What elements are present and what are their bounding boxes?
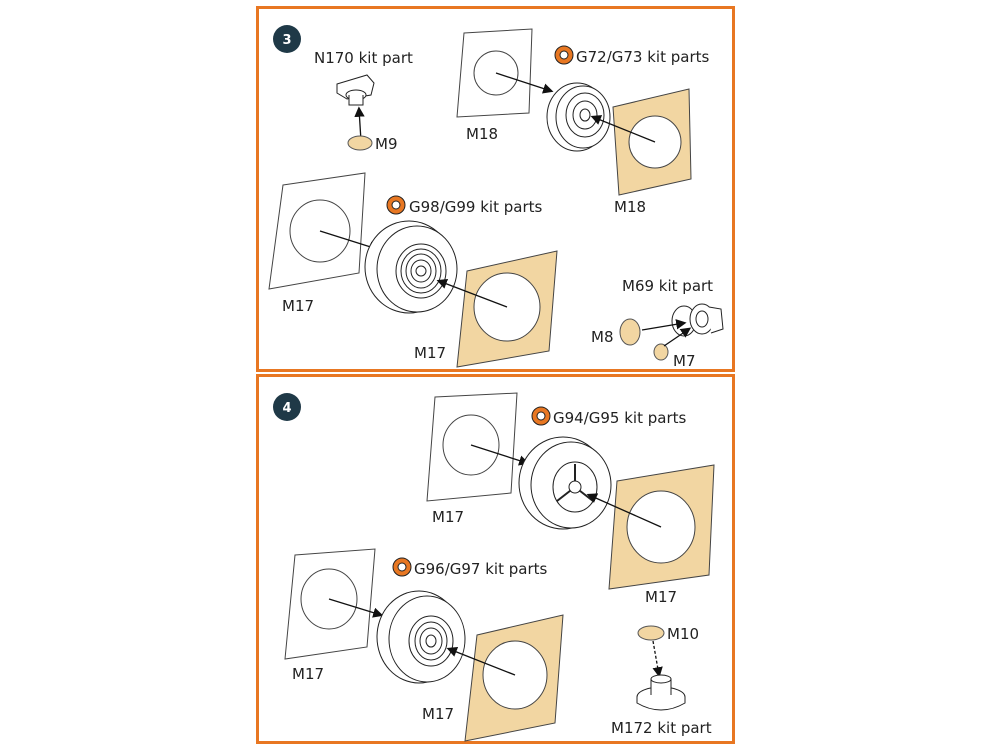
label-m17-d: M17	[422, 705, 454, 723]
step-number-badge: 3	[273, 25, 301, 53]
mask-sheet-m17-right	[456, 250, 558, 368]
kit-part-icon	[554, 45, 574, 65]
label-m18-left: M18	[466, 125, 498, 143]
kit-part-icon	[386, 195, 406, 215]
wheel-g94	[518, 436, 612, 530]
step-number-badge: 4	[273, 393, 301, 421]
wheel-g96	[376, 590, 466, 684]
wheel-g98	[364, 220, 458, 314]
label-m18-right: M18	[614, 198, 646, 216]
label-m17-c: M17	[292, 665, 324, 683]
wheel-g72	[546, 82, 611, 152]
m69-part-drawing	[671, 303, 724, 337]
step-4-diagram: 4 M17 G94/G95 kit parts M17 M17	[273, 392, 715, 742]
label-m17-a: M17	[432, 508, 464, 526]
mask-m7	[653, 343, 669, 361]
label-g98: G98/G99 kit parts	[409, 198, 543, 216]
label-m17-left: M17	[282, 297, 314, 315]
label-m9: M9	[375, 135, 398, 153]
step-3-panel: 3 N170 kit part M9 M18 G72/G73 kit parts…	[256, 6, 735, 372]
step-4-panel: 4 M17 G94/G95 kit parts M17 M17	[256, 374, 735, 744]
label-m17-right: M17	[414, 344, 446, 362]
label-m7: M7	[673, 352, 696, 370]
step-number: 4	[282, 401, 291, 416]
mask-m8	[619, 318, 641, 346]
label-m17-b: M17	[645, 588, 677, 606]
mask-sheet-m18-right	[612, 88, 692, 196]
kit-part-icon	[392, 557, 412, 577]
mask-sheet-m17-c	[284, 548, 376, 660]
m172-part-drawing	[636, 674, 686, 711]
mask-sheet-m18-left	[456, 28, 533, 118]
label-m8: M8	[591, 328, 614, 346]
step-3-diagram: 3 N170 kit part M9 M18 G72/G73 kit parts…	[268, 25, 724, 370]
mask-sheet-m17-b	[608, 464, 715, 590]
label-g94: G94/G95 kit parts	[553, 409, 687, 427]
mask-sheet-m17-a	[426, 392, 518, 502]
label-g72: G72/G73 kit parts	[576, 48, 710, 66]
label-g96: G96/G97 kit parts	[414, 560, 548, 578]
n170-part-drawing	[336, 74, 375, 106]
step-number: 3	[282, 33, 291, 48]
mask-m10	[637, 625, 665, 641]
mask-sheet-m17-d	[464, 614, 564, 742]
label-m10: M10	[667, 625, 699, 643]
label-m172: M172 kit part	[611, 719, 712, 737]
kit-part-icon	[531, 406, 551, 426]
label-m69: M69 kit part	[622, 277, 713, 295]
mask-m9	[347, 135, 373, 151]
label-n170: N170 kit part	[314, 49, 413, 67]
mask-sheet-m17-left	[268, 172, 366, 290]
